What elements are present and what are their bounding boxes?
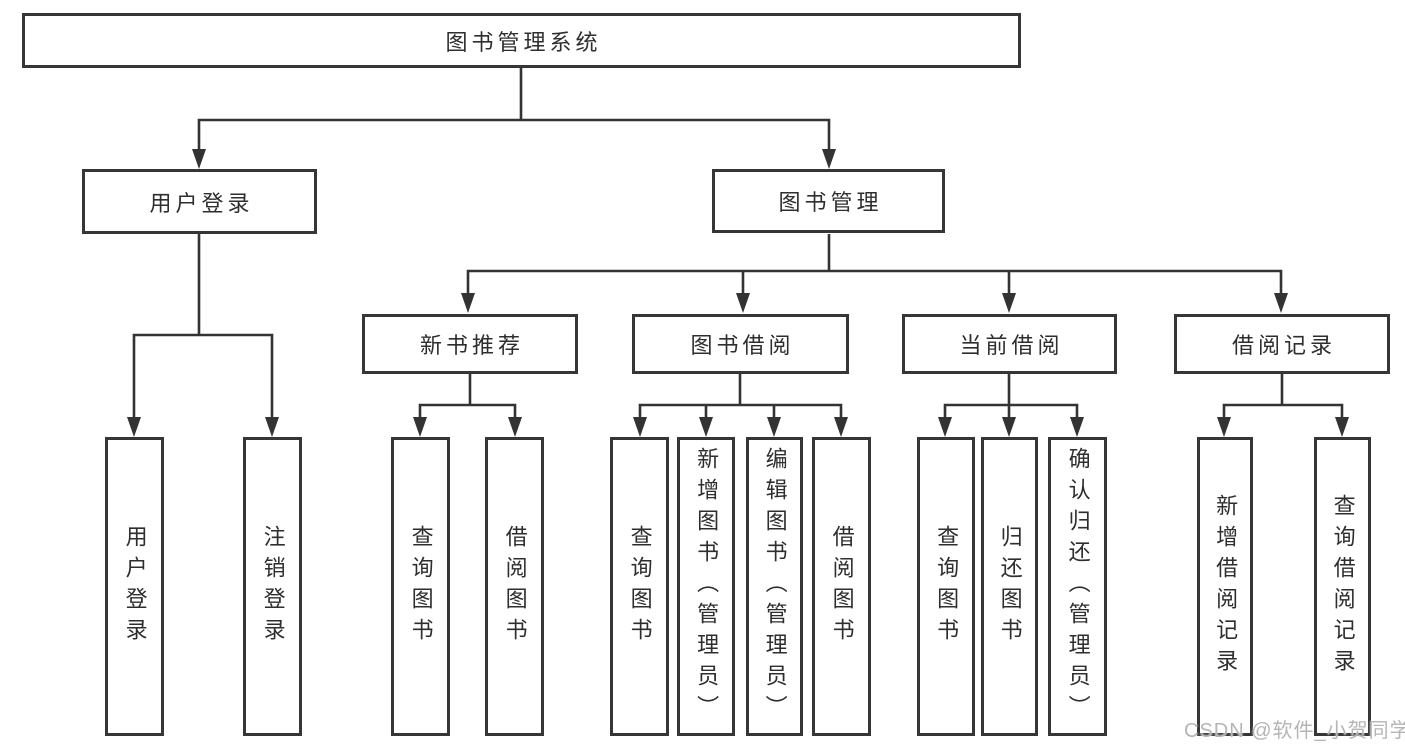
leaf-label: 确认归还（管理员） <box>1065 447 1091 726</box>
leaf-label: 编辑图书（管理员） <box>762 447 788 726</box>
leaf-query-books-borrow: 查询图书 <box>610 437 669 736</box>
leaf-label: 注销登录 <box>260 524 286 649</box>
edge-book-mgmt-to-level3 <box>466 234 1283 294</box>
csdn-watermark: CSDN @软件_小贺同学 <box>1184 720 1405 742</box>
leaf-query-books-newbook: 查询图书 <box>391 437 450 736</box>
node-borrowing-records: 借阅记录 <box>1174 314 1390 374</box>
node-current-borrowing: 当前借阅 <box>902 314 1117 374</box>
leaf-borrow-books-newbook: 借阅图书 <box>485 437 544 736</box>
leaf-label: 借阅图书 <box>829 524 855 649</box>
leaf-confirm-return-admin: 确认归还（管理员） <box>1048 437 1107 736</box>
edge-user-login-to-leaves <box>132 234 274 418</box>
leaf-add-borrow-record: 新增借阅记录 <box>1197 437 1253 736</box>
leaf-label: 用户登录 <box>122 524 148 649</box>
edge-records-to-leaves <box>1222 374 1344 418</box>
leaf-label: 查询图书 <box>627 524 653 649</box>
leaf-edit-book-admin: 编辑图书（管理员） <box>746 437 803 736</box>
leaf-label: 新增借阅记录 <box>1213 493 1239 680</box>
leaf-return-books: 归还图书 <box>981 437 1038 736</box>
leaf-query-books-current: 查询图书 <box>917 437 975 736</box>
leaf-add-book-admin: 新增图书（管理员） <box>677 437 735 736</box>
node-user-login: 用户登录 <box>82 169 317 234</box>
node-book-management: 图书管理 <box>712 169 945 233</box>
leaf-label: 归还图书 <box>997 524 1023 649</box>
edge-newbook-to-leaves <box>418 374 517 418</box>
edge-borrow-to-leaves <box>638 374 843 418</box>
node-book-borrowing: 图书借阅 <box>632 314 849 374</box>
leaf-borrow-books-borrow: 借阅图书 <box>812 437 871 736</box>
leaf-query-borrow-record: 查询借阅记录 <box>1314 437 1371 736</box>
leaf-label: 新增图书（管理员） <box>694 447 720 726</box>
edge-root-to-level2 <box>197 68 831 149</box>
edge-current-to-leaves <box>943 374 1079 418</box>
arrowhead-icons <box>127 149 1349 437</box>
leaf-logout: 注销登录 <box>243 437 302 736</box>
leaf-label: 查询借阅记录 <box>1330 493 1356 680</box>
leaf-user-login: 用户登录 <box>105 437 164 736</box>
leaf-label: 查询图书 <box>408 524 434 649</box>
leaf-label: 借阅图书 <box>502 524 528 649</box>
node-new-book-recommendation: 新书推荐 <box>362 314 578 374</box>
leaf-label: 查询图书 <box>934 524 960 649</box>
node-library-system: 图书管理系统 <box>22 13 1021 68</box>
